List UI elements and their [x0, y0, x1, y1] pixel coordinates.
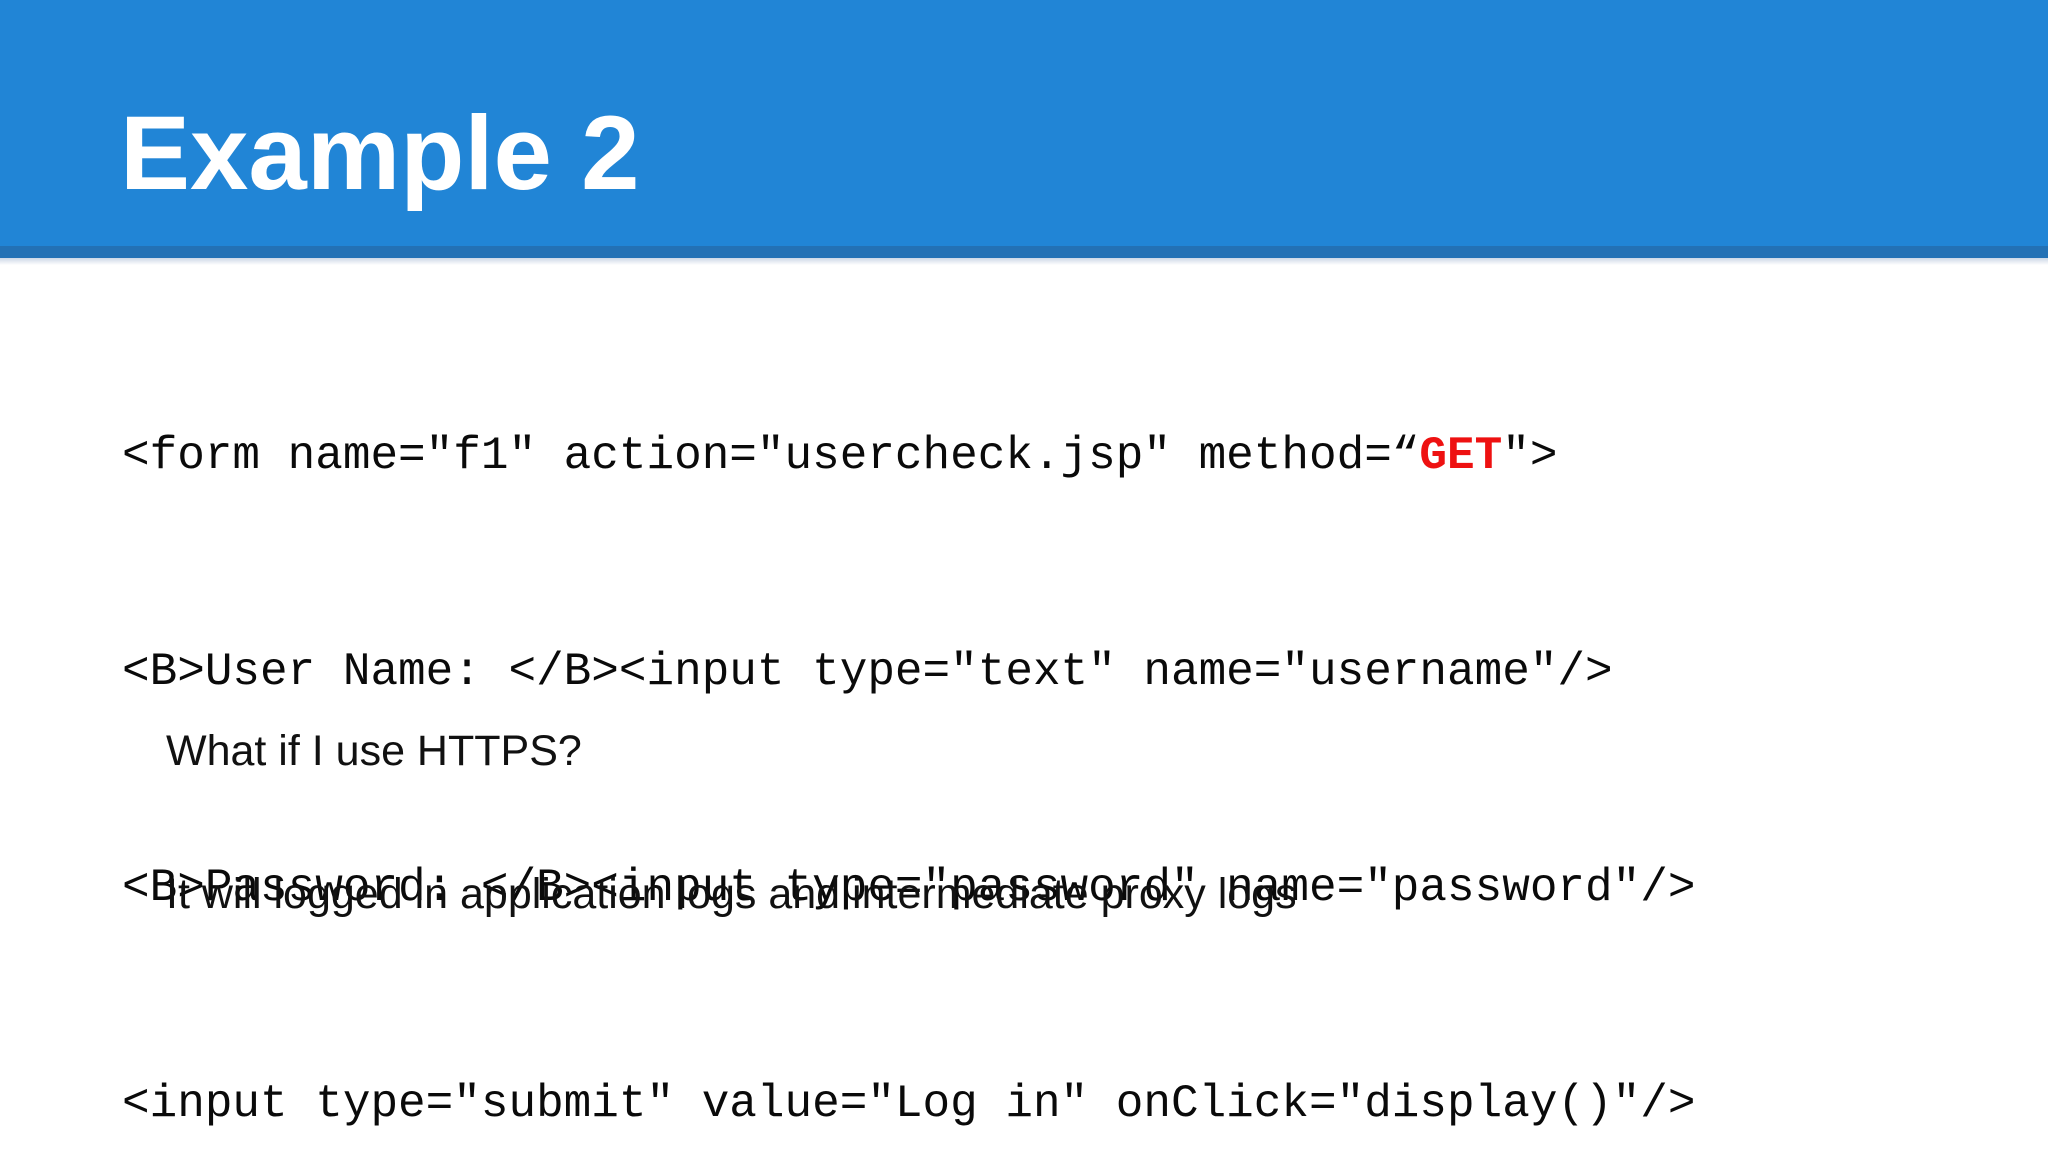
code-line-password: <B>Password: </B><input type="password" …: [122, 862, 1696, 914]
code-get-method-highlight: GET: [1419, 430, 1503, 482]
code-line-submit: <input type="submit" value="Log in" onCl…: [122, 1078, 1696, 1130]
code-form-open-post: ">: [1502, 430, 1558, 482]
title-banner-shadow: [0, 258, 2048, 265]
code-line-form-open: <form name="f1" action="usercheck.jsp" m…: [122, 420, 1695, 492]
note-logs-answer: It will logged in application logs and i…: [166, 870, 1297, 918]
title-banner: Example 2: [0, 0, 2048, 246]
note-https-question: What if I use HTTPS?: [166, 727, 582, 775]
code-line-username: <B>User Name: </B><input type="text" nam…: [122, 646, 1613, 698]
slide-title: Example 2: [120, 95, 640, 212]
code-form-open-pre: <form name="f1" action="usercheck.jsp" m…: [122, 430, 1420, 482]
code-block: <form name="f1" action="usercheck.jsp" m…: [122, 276, 1695, 1152]
title-banner-stripe: [0, 246, 2048, 258]
